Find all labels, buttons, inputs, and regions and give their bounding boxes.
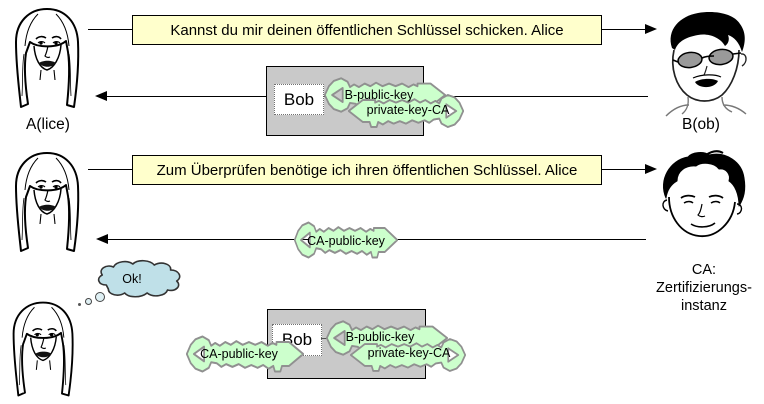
private-key-ca-label: private-key-CA — [366, 103, 450, 117]
certificate2-connector — [321, 338, 327, 339]
ca-avatar — [661, 150, 746, 238]
ca-public-key-label: CA-public-key — [307, 234, 385, 248]
msg2-arrowhead-icon — [645, 164, 657, 174]
b-public-key-label: B-public-key — [344, 88, 414, 102]
ca-label-line3: instanz — [681, 298, 727, 314]
alice-label: A(lice) — [26, 116, 70, 133]
msg1-arrowhead-icon — [645, 24, 657, 34]
thought-dot-large — [95, 292, 105, 302]
thought-dot-small — [78, 303, 81, 306]
ca-label-line1: CA: — [691, 262, 717, 278]
cert1-arrowhead-icon — [95, 91, 107, 101]
certificate1-owner-box: Bob — [274, 84, 324, 115]
ca-public-key2-label: CA-public-key — [200, 347, 278, 361]
cakey-arrowhead-icon — [96, 234, 108, 244]
msg2-box: Zum Überprüfen benötige ich ihren öffent… — [132, 155, 602, 185]
ca-label: CA: Zertifizierungs- instanz — [644, 261, 764, 315]
thought-bubble-icon — [97, 259, 181, 298]
thought-text: Ok! — [122, 272, 142, 286]
alice-avatar-1 — [15, 8, 80, 108]
alice-avatar-2 — [15, 152, 80, 252]
ca-label-line2: Zertifizierungs- — [656, 280, 752, 296]
bob-label: B(ob) — [682, 116, 720, 133]
msg2-line-right — [600, 169, 646, 170]
b-public-key2-label: B-public-key — [345, 330, 415, 344]
private-key-ca2-label: private-key-CA — [367, 346, 451, 360]
msg1-box: Kannst du mir deinen öffentlichen Schlüs… — [132, 15, 602, 45]
msg1-line-left — [88, 29, 132, 30]
msg1-line-right — [600, 29, 646, 30]
thought-dot-medium — [85, 298, 92, 305]
alice-avatar-3 — [12, 301, 74, 397]
bob-avatar — [665, 11, 747, 117]
msg2-line-left — [88, 169, 132, 170]
